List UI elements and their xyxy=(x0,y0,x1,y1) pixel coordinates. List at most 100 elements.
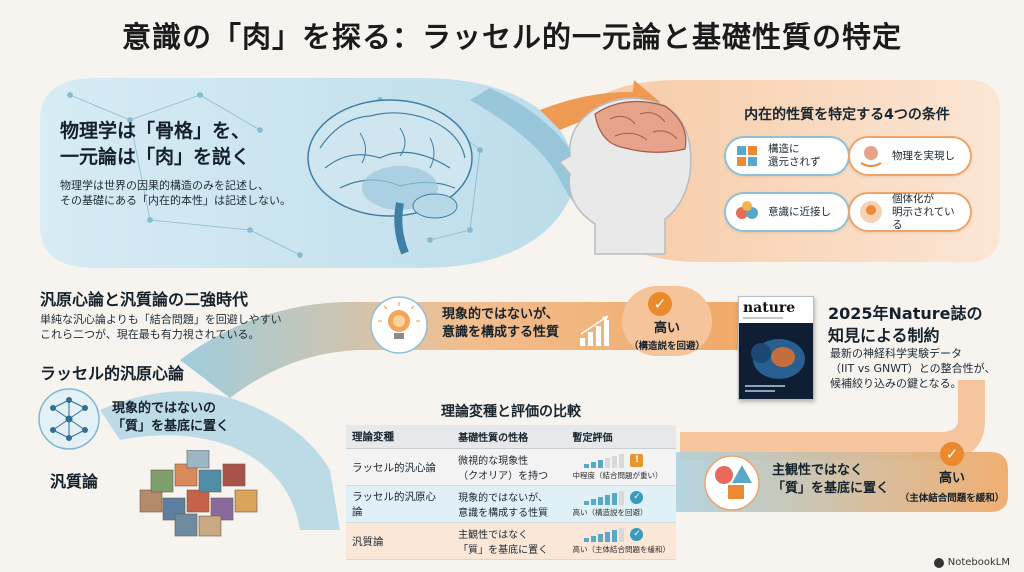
eval-bar xyxy=(605,494,611,505)
circles-icon xyxy=(736,201,758,219)
row-nature: 主観性ではなく「質」を基底に置く xyxy=(452,522,567,560)
flow-top-result-2: （構造説を回避） xyxy=(628,341,705,352)
puzzle-icon xyxy=(737,146,757,166)
condition-1-line-1: 構造に xyxy=(768,143,800,155)
row-eval-text: 高い（構造説を回避） xyxy=(572,507,648,517)
table-row: ラッセル的汎心論微視的な現象性（クオリア）を持つ! 中程度（結合問題が重い） xyxy=(346,448,676,486)
lightbulb-icon xyxy=(370,296,428,354)
head-profile-icon xyxy=(558,97,692,255)
table-header-variant: 理論変種 xyxy=(346,425,453,449)
panpro-heading: ラッセル的汎原心論 xyxy=(40,364,185,383)
panqual-heading: 汎質論 xyxy=(50,472,99,491)
flow-top-result-1: 高い xyxy=(653,321,680,336)
panpro-desc-1: 現象的ではないの xyxy=(112,401,217,416)
nature-heading-1: 2025年Nature誌の xyxy=(828,304,983,323)
flow-top-desc-1: 現象的ではないが、 xyxy=(442,307,559,322)
network-icon xyxy=(38,388,100,450)
row-variant: ラッセル的汎心論 xyxy=(346,448,453,486)
condition-3-line-1: 意識に近接し xyxy=(768,205,831,218)
footer-brand: NotebookLM xyxy=(933,557,1010,568)
nature-rule xyxy=(743,317,783,319)
condition-irreducible: 構造に還元されず xyxy=(724,136,850,176)
eval-bar xyxy=(584,500,590,505)
brain-icon xyxy=(307,99,473,255)
conditions-title: 内在的性質を特定する4つの条件 xyxy=(744,107,950,123)
row-variant: 汎質論 xyxy=(346,522,453,560)
eval-bar xyxy=(591,535,597,542)
comparison-table: 理論変種 基礎性質の性格 暫定評価 ラッセル的汎心論微視的な現象性（クオリア）を… xyxy=(346,425,676,560)
flow-bottom-desc-2: 「質」を基底に置く xyxy=(772,481,890,496)
row-eval-text: 高い（主体結合問題を緩和） xyxy=(572,544,670,554)
nature-body-3: 候補絞り込みの鍵となる。 xyxy=(830,377,962,390)
footer-label: NotebookLM xyxy=(947,557,1010,568)
era-body-1: 単純な汎心論よりも「結合問題」を回避しやすい xyxy=(40,313,282,326)
eval-bar xyxy=(598,496,604,505)
nature-body-1: 最新の神経科学実験データ xyxy=(830,347,962,360)
intro-headline-1: 物理学は「骨格」を、 xyxy=(60,120,251,142)
eval-bar xyxy=(591,498,597,505)
eval-bar xyxy=(619,527,625,542)
flow-bottom-desc-1: 主観性ではなく xyxy=(772,463,864,478)
cubes-icon xyxy=(139,450,258,537)
table-row: ラッセル的汎原心論現象的ではないが、意識を構成する性質 ✓ 高い（構造説を回避） xyxy=(346,485,676,523)
eval-bar xyxy=(619,453,625,468)
row-nature-line-2: 意識を構成する性質 xyxy=(458,508,549,519)
flow-bottom-result-1: 高い xyxy=(938,471,965,486)
eval-bar xyxy=(619,490,625,505)
row-eval: ! 中程度（結合問題が重い） xyxy=(566,448,676,486)
check-icon: ✓ xyxy=(630,528,644,541)
row-nature-line-1: 現象的ではないが、 xyxy=(458,493,548,504)
notebooklm-logo-icon xyxy=(933,557,944,568)
condition-1-line-2: 還元されず xyxy=(768,156,821,168)
nature-heading-2: 知見による制約 xyxy=(828,326,940,345)
intro-headline-2: 一元論は「肉」を説く xyxy=(60,146,251,168)
head-icon xyxy=(860,201,882,223)
era-body-2: これら二つが、現在最も有力視されている。 xyxy=(40,328,260,341)
condition-individuation: 個体化が明示されている xyxy=(848,192,972,232)
check-icon: ✓ xyxy=(630,491,644,504)
table-row: 汎質論主観性ではなく「質」を基底に置く ✓ 高い（主体結合問題を緩和） xyxy=(346,522,676,560)
eval-bars xyxy=(584,490,625,505)
flow-bottom-result-2: （主体結合問題を緩和） xyxy=(899,493,1005,504)
flow-top-desc-2: 意識を構成する性質 xyxy=(442,325,560,340)
nature-cover: nature xyxy=(738,296,814,400)
nature-masthead: nature xyxy=(743,300,796,316)
eval-bar xyxy=(584,463,590,468)
eval-bars xyxy=(584,453,625,468)
check-icon-top: ✓ xyxy=(648,292,672,316)
condition-realizes-physics: 物理を実現し xyxy=(848,136,972,176)
warning-icon: ! xyxy=(630,454,644,467)
nature-body-2: （IIT vs GNWT）との整合性が、 xyxy=(830,362,996,375)
table-header-nature: 基礎性質の性格 xyxy=(452,425,567,449)
eval-bars xyxy=(584,527,625,542)
row-nature: 微視的な現象性（クオリア）を持つ xyxy=(452,448,567,486)
eval-bar xyxy=(591,461,597,468)
condition-proximity: 意識に近接し xyxy=(724,192,850,232)
condition-2-line-1: 物理を実現し xyxy=(892,149,955,162)
row-nature-line-1: 主観性ではなく xyxy=(458,530,529,541)
eval-bar xyxy=(612,529,618,542)
condition-4-line-1: 個体化が xyxy=(892,192,934,205)
row-nature-line-2: （クオリア）を持つ xyxy=(458,471,549,482)
check-icon-bottom: ✓ xyxy=(940,442,964,466)
row-eval: ✓ 高い（構造説を回避） xyxy=(566,485,676,523)
eval-bar xyxy=(612,492,618,505)
nature-brain-icon xyxy=(745,339,805,392)
eval-bar xyxy=(605,457,611,468)
row-nature: 現象的ではないが、意識を構成する性質 xyxy=(452,485,567,523)
intro-body-1: 物理学は世界の因果的構造のみを記述し、 xyxy=(60,179,269,192)
growth-chart-icon xyxy=(580,315,609,346)
shapes-icon xyxy=(704,455,760,511)
table-title: 理論変種と評価の比較 xyxy=(441,404,581,420)
condition-4-line-2: 明示されている xyxy=(892,205,955,231)
eval-bar xyxy=(605,531,611,542)
brain-hand-icon xyxy=(860,146,882,167)
row-variant: ラッセル的汎原心論 xyxy=(346,485,453,523)
eval-bar xyxy=(598,459,604,468)
intro-body-2: その基礎にある「内在的本性」は記述しない。 xyxy=(60,194,291,207)
eval-bar xyxy=(598,533,604,542)
eval-bar xyxy=(584,537,590,542)
row-eval-text: 中程度（結合問題が重い） xyxy=(572,470,663,480)
row-nature-line-2: 「質」を基底に置く xyxy=(458,545,549,556)
panpro-desc-2: 「質」を基底に置く xyxy=(112,419,230,434)
